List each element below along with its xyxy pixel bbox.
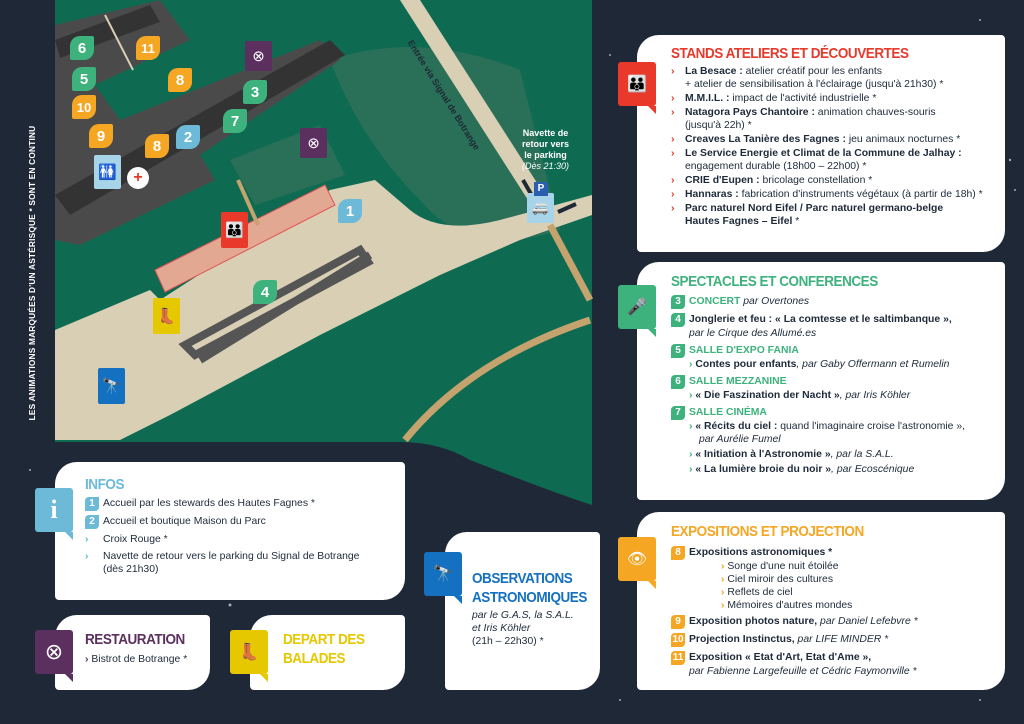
chevron-icon: › (671, 134, 675, 145)
spectacles-title: SPECTACLES ET CONFERENCES (671, 273, 878, 290)
chevron-icon: › (671, 189, 675, 200)
exposition-subitem: › Songe d'une nuit étoilée (721, 561, 839, 572)
map-marker-9[interactable]: 9 (89, 124, 113, 148)
observations-card: OBSERVATIONS ASTRONOMIQUES par le G.A.S,… (445, 532, 600, 690)
map-marker-1[interactable]: 1 (338, 199, 362, 223)
map-marker-8[interactable]: 8 (168, 68, 192, 92)
stands-icon: 👪 (618, 62, 656, 114)
hiking-boots-icon[interactable]: 👢 (153, 298, 180, 334)
stand-item: ›La Besace : atelier créatif pour les en… (671, 66, 944, 90)
map-marker-6[interactable]: 6 (70, 36, 94, 60)
chevron-icon: › (671, 203, 675, 214)
exposition-subitem: › Mémoires d'autres mondes (721, 600, 853, 611)
map-marker-7[interactable]: 7 (223, 109, 247, 133)
stand-item: ›Hannaras : fabrication d'instruments vé… (671, 189, 983, 200)
chevron-icon: › (671, 148, 675, 159)
stand-item: ›Parc naturel Nord Eifel / Parc naturel … (671, 203, 944, 227)
parking-lot (55, 180, 592, 440)
eye-icon: 👁 (618, 537, 656, 589)
stand-item: ›Le Service Energie et Climat de la Comm… (671, 148, 962, 172)
chevron-icon: › (671, 66, 675, 77)
exposition-subitem: › Reflets de ciel (721, 587, 793, 598)
asterisk-note: LES ANIMATIONS MARQUÉES D'UN ASTÉRISQUE … (27, 125, 37, 421)
map-marker-4[interactable]: 4 (253, 280, 277, 304)
stands-card: STANDS ATELIERS ET DÉCOUVERTES ›La Besac… (637, 35, 1005, 252)
info-icon: i (35, 488, 73, 540)
hiking-boots-icon: 👢 (230, 630, 268, 682)
stand-item: ›CRIE d'Eupen : bricolage constellation … (671, 175, 873, 186)
walking-path (402, 223, 594, 443)
balades-card: DEPART DES BALADES (250, 615, 405, 690)
toilets-icon[interactable]: 🚻 (94, 155, 121, 189)
infos-title: INFOS (85, 476, 125, 493)
restaurant-icon: ⊗ (35, 630, 73, 682)
parking-icon: P (534, 182, 548, 196)
map-marker-3[interactable]: 3 (243, 80, 267, 104)
chevron-icon: › (671, 107, 675, 118)
stand-item: ›M.M.I.L. : impact de l'activité industr… (671, 93, 877, 104)
restaurant-icon[interactable]: ⊗ (245, 41, 272, 71)
telescope-icon[interactable]: 🔭 (98, 368, 125, 404)
exposition-subitem: › Ciel miroir des cultures (721, 574, 834, 585)
map-marker-11[interactable]: 11 (136, 36, 160, 60)
stands-icon[interactable]: 👪 (221, 212, 248, 248)
microphone-icon: 🎤 (618, 285, 656, 337)
expositions-title: EXPOSITIONS ET PROJECTION (671, 523, 864, 540)
entrance-road (400, 0, 548, 200)
restauration-card: RESTAURATION › Bistrot de Botrange * (55, 615, 210, 690)
map-marker-10[interactable]: 10 (72, 95, 96, 119)
stand-item: ›Creaves La Tanière des Fagnes : jeu ani… (671, 134, 961, 145)
stands-list: ›La Besace : atelier créatif pour les en… (671, 65, 995, 228)
red-cross-icon[interactable]: + (127, 167, 149, 189)
restaurant-icon[interactable]: ⊗ (300, 128, 327, 158)
map-marker-8b[interactable]: 8 (145, 134, 169, 158)
chevron-icon: › (671, 93, 675, 104)
chevron-icon: › (671, 175, 675, 186)
shuttle-bus-icon[interactable]: 🚐 (527, 193, 554, 223)
map-marker-5[interactable]: 5 (72, 67, 96, 91)
stand-item: ›Natagora Pays Chantoire : animation cha… (671, 107, 936, 131)
map-marker-2[interactable]: 2 (176, 125, 200, 149)
stands-title: STANDS ATELIERS ET DÉCOUVERTES (671, 45, 909, 62)
telescope-icon: 🔭 (424, 552, 462, 604)
